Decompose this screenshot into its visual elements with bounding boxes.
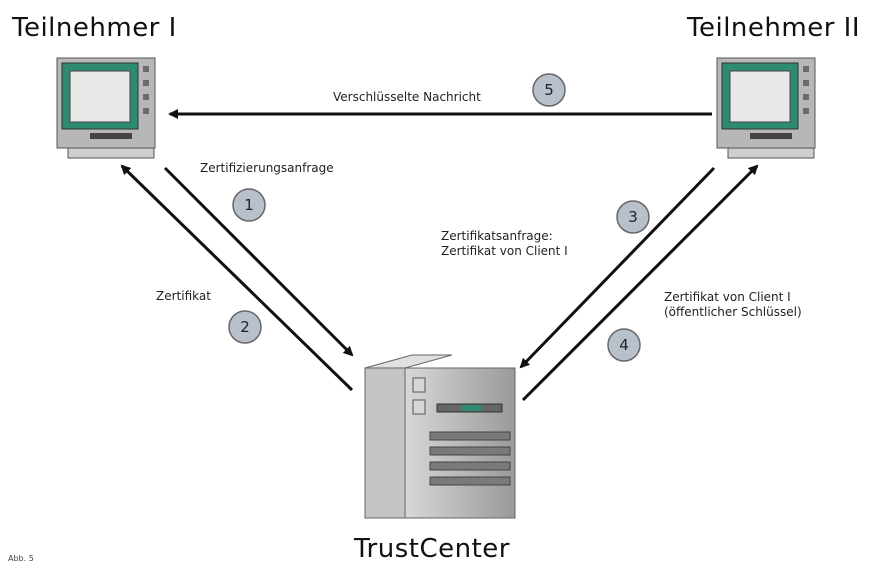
step-badge-2: 2 [228,310,262,344]
arrow-certificate [120,164,354,392]
step-label-5: Verschlüsselte Nachricht [333,90,481,104]
step-label-4-line1: Zertifikat von Client I [664,290,791,304]
participant-right-title: Teilnehmer II [687,13,860,43]
arrow-certification-request [163,166,354,357]
step-label-3-line2: Zertifikat von Client I [441,244,568,258]
svg-text:4: 4 [619,336,629,354]
computer-left-icon [56,57,156,159]
server-tower-icon [364,354,516,519]
svg-text:2: 2 [240,318,250,336]
step-label-2: Zertifikat [156,289,211,303]
step-badge-4: 4 [607,328,641,362]
step-badge-3: 3 [616,200,650,234]
step-badge-1: 1 [232,188,266,222]
step-label-4-line2: (öffentlicher Schlüssel) [664,305,802,319]
step-badge-5: 5 [532,73,566,107]
step-label-1: Zertifizierungsanfrage [200,161,334,175]
svg-text:3: 3 [628,208,638,226]
computer-right-icon [716,57,816,159]
arrow-public-key-certificate [521,164,759,402]
arrow-certificate-request [519,166,716,369]
step-label-3-line1: Zertifikatsanfrage: [441,229,553,243]
trustcenter-title: TrustCenter [354,534,510,564]
figure-caption: Abb. 5 [8,554,34,563]
participant-left-title: Teilnehmer I [12,13,177,43]
svg-text:5: 5 [544,81,554,99]
svg-text:1: 1 [244,196,254,214]
